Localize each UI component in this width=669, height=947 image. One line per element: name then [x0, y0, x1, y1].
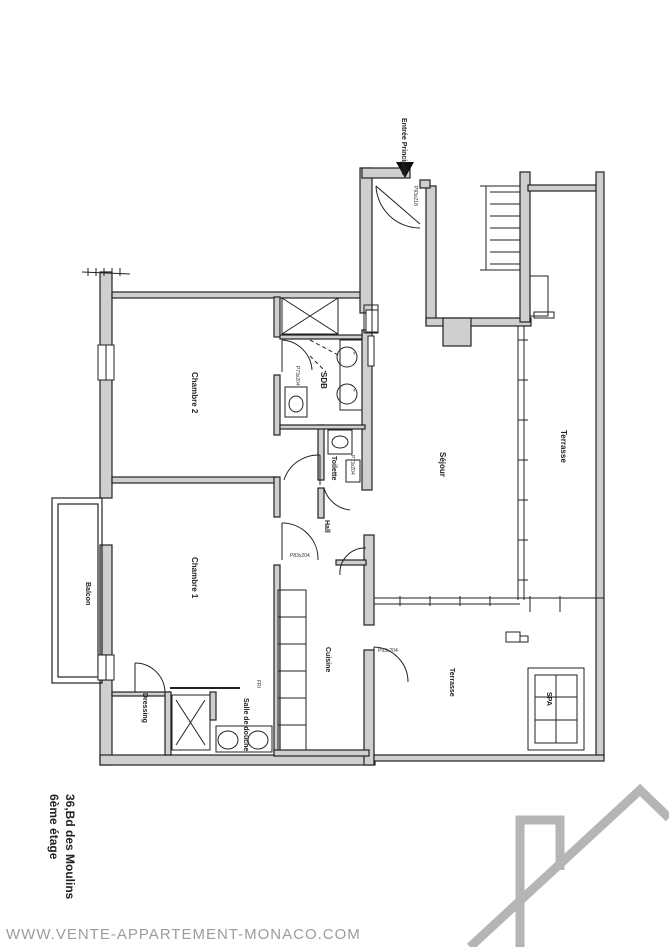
mark-fri: FRI — [255, 680, 261, 688]
fixtures — [170, 297, 585, 753]
address-line1: 36,Bd des Moulins — [63, 794, 77, 900]
room-label-sejour: Séjour — [438, 452, 447, 477]
room-label-sdb: SDB — [319, 372, 328, 389]
room-label-chambre2: Chambre 2 — [190, 372, 199, 414]
room-label-balcon: Balcon — [84, 582, 91, 605]
door-code-cuisine: P93x204 — [378, 648, 398, 654]
address-line2: 6ème étage — [47, 794, 61, 860]
storage-box — [529, 275, 555, 319]
entrance-label: Entrée Principale — [400, 118, 407, 175]
wall-cap — [81, 268, 131, 276]
address-block: 36,Bd des Moulins 6ème étage — [28, 790, 88, 910]
website-watermark[interactable]: WWW.VENTE-APPARTEMENT-MONACO.COM — [6, 926, 361, 943]
room-label-terrasse-bottom: Terrasse — [448, 668, 455, 697]
sdb-basin-mark: ▪▪ — [352, 352, 357, 355]
doors — [134, 185, 421, 693]
staircase — [480, 185, 521, 271]
room-label-cuisine: Cuisine — [324, 647, 331, 672]
room-label-spa: SPA — [545, 692, 552, 706]
room-label-salle-douche: Salle de douche — [242, 698, 249, 751]
windows — [97, 344, 115, 681]
balcony-outline — [51, 497, 103, 684]
house-logo-watermark — [466, 783, 669, 947]
address-text: 36,Bd des Moulins 6ème étage — [47, 794, 77, 900]
glazing-wall — [365, 309, 604, 606]
room-label-chambre1: Chambre 1 — [190, 557, 199, 599]
room-label-dressing: Dressing — [141, 693, 148, 723]
room-label-toilette: Toilette — [330, 456, 337, 480]
room-label-terrasse-top: Terrasse — [559, 430, 568, 463]
door-code-chambre1: P83x204 — [290, 553, 310, 559]
sdb-basin-mark-2: ▪▪ — [352, 389, 357, 392]
room-label-hall: Hall — [323, 520, 330, 533]
door-code-entry: P93x218 — [412, 186, 418, 206]
door-code-sdb: P73x204 — [294, 366, 300, 386]
door-code-chambre2: P73x204 — [349, 455, 355, 475]
entrance-arrow-icon — [396, 162, 414, 178]
exterior-walls — [99, 167, 605, 766]
